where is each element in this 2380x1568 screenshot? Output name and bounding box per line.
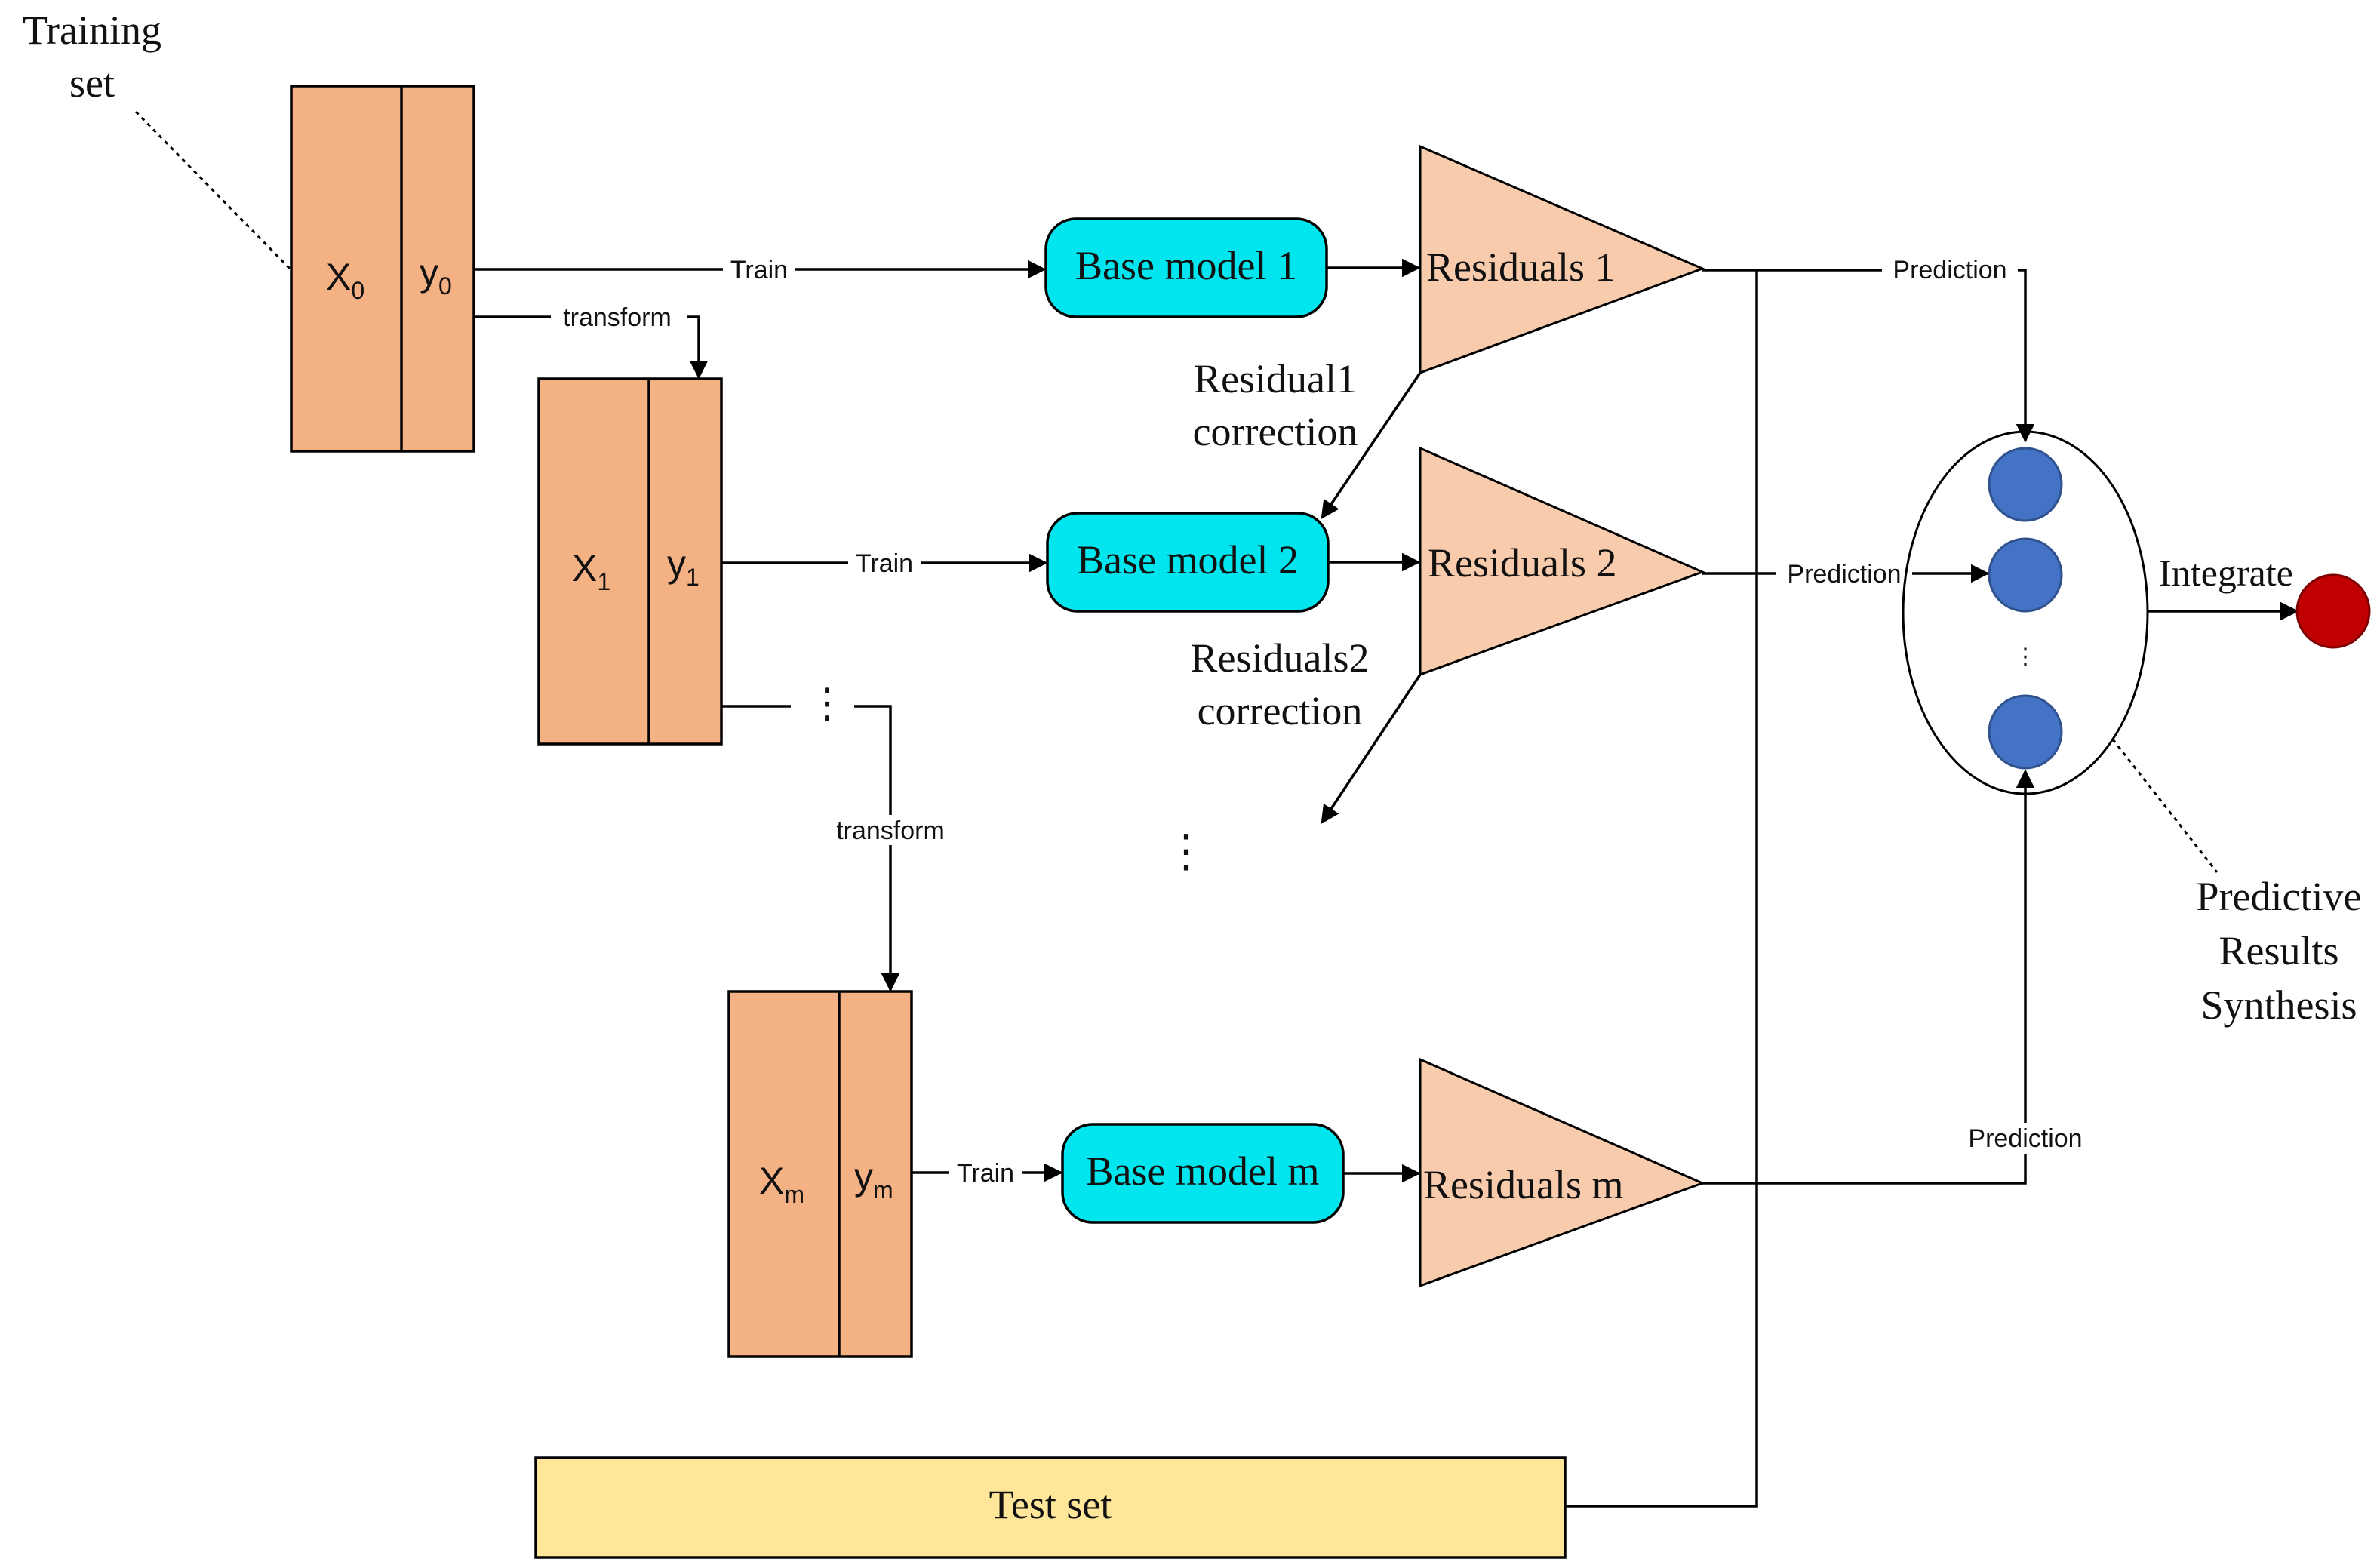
training-set-label-line2: set	[69, 60, 115, 106]
residuals-2-label: Residuals 2	[1428, 540, 1617, 586]
transform-label-m: transform	[836, 816, 945, 845]
synthesis-line2: Results	[2219, 928, 2338, 973]
model-ellipsis: ⋮	[1164, 826, 1209, 876]
base-model-2-label: Base model 2	[1077, 537, 1299, 583]
integrate-label: Integrate	[2159, 552, 2293, 594]
correction-1-line2: correction	[1193, 409, 1358, 454]
dataset-m-x-label: Xm	[759, 1160, 804, 1208]
test-set-box	[534, 1456, 1567, 1559]
residuals-2: Residuals 2	[1419, 446, 1706, 677]
prediction-node-2	[1988, 537, 2063, 613]
dataset-1-x-label: X1	[572, 547, 610, 595]
train-label-1: Train	[730, 256, 788, 284]
dataset-0-y-label: y0	[420, 251, 452, 300]
prediction-label-m: Prediction	[1968, 1124, 2082, 1153]
base-model-1: Base model 1	[1044, 217, 1328, 318]
training-set-label-line1: Training	[23, 8, 161, 53]
training-set-pointer	[134, 110, 293, 272]
dataset-0: X0 y0	[290, 85, 475, 453]
base-model-2: Base model 2	[1046, 512, 1330, 613]
output-node	[2295, 573, 2371, 649]
prediction-label-1: Prediction	[1893, 256, 2006, 284]
prediction-arrow-1	[1702, 269, 2035, 443]
dataset-1-y-label: y1	[667, 543, 700, 591]
synthesis-line3: Synthesis	[2200, 982, 2357, 1028]
transform-arrow-1	[474, 315, 709, 380]
synthesis-line1: Predictive	[2197, 874, 2362, 919]
base-model-m-label: Base model m	[1087, 1148, 1320, 1194]
residuals-1-label: Residuals 1	[1426, 244, 1616, 290]
residuals-m-label: Residuals m	[1423, 1162, 1624, 1207]
test-set-connector	[1565, 270, 1758, 1508]
train-label-m: Train	[957, 1159, 1014, 1188]
correction-1-line1: Residual1	[1194, 356, 1357, 401]
base-model-1-label: Base model 1	[1075, 243, 1297, 288]
correction-2-line2: correction	[1198, 688, 1363, 733]
prediction-node-ellipsis: ⋮	[2014, 644, 2037, 669]
correction-2-line1: Residuals2	[1191, 635, 1370, 681]
dataset-ellipsis: ⋮	[807, 681, 847, 726]
prediction-node-1	[1988, 447, 2063, 522]
dataset-m-y-label: ym	[854, 1155, 893, 1204]
dataset-0-x-label: X0	[326, 256, 364, 304]
transform-arrow-m	[854, 705, 900, 992]
prediction-node-m	[1988, 694, 2063, 770]
test-set-label: Test set	[989, 1482, 1112, 1527]
residuals-m: Residuals m	[1419, 1057, 1706, 1288]
prediction-ensemble	[1902, 430, 2149, 795]
train-label-2: Train	[856, 549, 913, 578]
synthesis-pointer	[2111, 739, 2219, 873]
prediction-arrow-m	[1702, 769, 2035, 1185]
transform-label-1: transform	[563, 303, 672, 332]
correction-arrow-2	[1321, 674, 1422, 825]
correction-arrow-1	[1321, 372, 1422, 520]
dataset-1: X1 y1	[537, 377, 723, 746]
dataset-m: Xm ym	[727, 990, 913, 1358]
residuals-1: Residuals 1	[1419, 144, 1706, 375]
prediction-label-2: Prediction	[1787, 560, 1901, 589]
base-model-m: Base model m	[1061, 1123, 1345, 1224]
